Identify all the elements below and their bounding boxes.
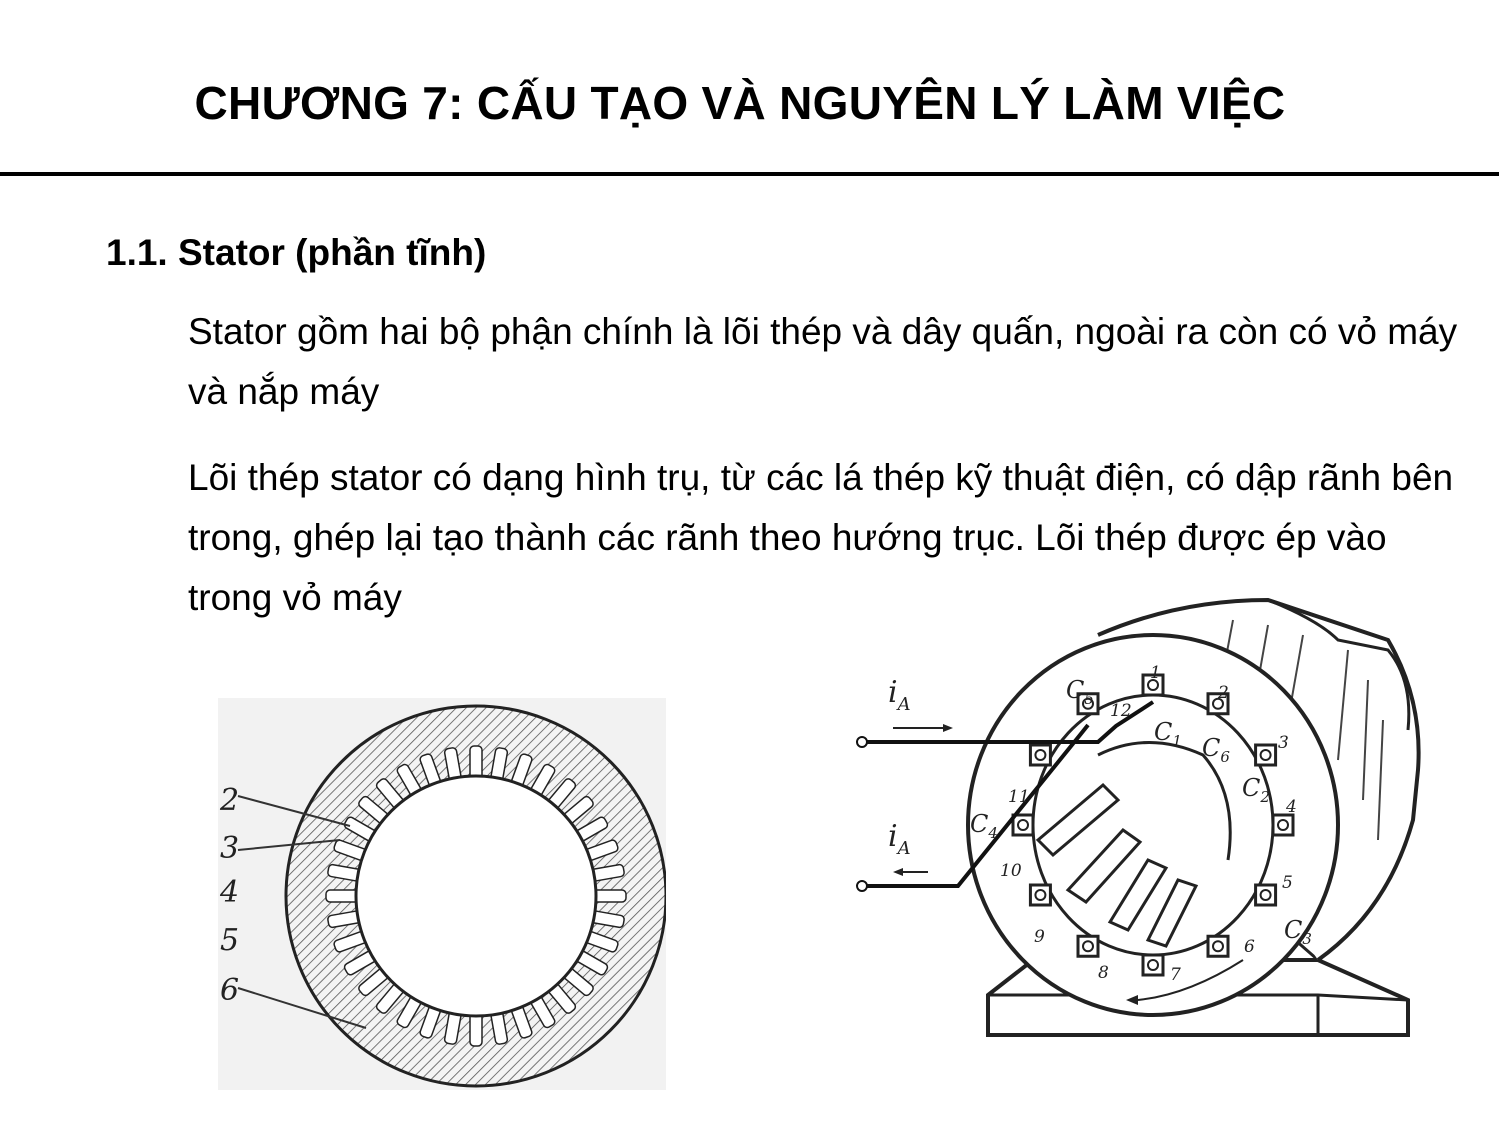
slot-number-4: 4 (1285, 797, 1297, 817)
stator-bore (354, 774, 598, 1018)
paragraph-stator-core: Lõi thép stator có dạng hình trụ, từ các… (188, 457, 1454, 618)
slot-number-5: 5 (1282, 873, 1293, 893)
slot-number-3: 3 (1278, 733, 1289, 753)
winding-conductor (1212, 697, 1224, 710)
current-label-out: iA (888, 819, 911, 859)
figure-label-2: 2 (219, 783, 239, 818)
winding-conductor (1212, 940, 1224, 953)
figure-label-4: 4 (219, 875, 239, 910)
winding-conductor (1082, 940, 1094, 953)
winding-conductor (1082, 697, 1094, 710)
figure-label-5: 5 (220, 923, 239, 958)
paragraph-stator-parts: Stator gồm hai bộ phận chính là lõi thép… (188, 311, 1458, 412)
slot-number-1: 1 (1150, 663, 1161, 683)
coil-end-c6: C6 (1202, 734, 1230, 766)
winding-conductor (1259, 889, 1272, 901)
slot-number-2: 2 (1217, 683, 1229, 703)
winding-conductor (1017, 819, 1029, 831)
winding-slots (1011, 673, 1295, 977)
slot-number-12: 12 (1110, 701, 1132, 721)
winding-conductor (1034, 749, 1047, 761)
phase-winding-out (866, 723, 1090, 888)
slide-title: CHƯƠNG 7: CẤU TẠO VÀ NGUYÊN LÝ LÀM VIỆC (194, 77, 1286, 129)
figure-label-3: 3 (220, 831, 239, 866)
winding-conductor (1147, 959, 1159, 971)
terminal-in (856, 736, 868, 748)
coil-end-c3: C3 (1284, 916, 1312, 948)
phase-winding-in (866, 700, 1155, 744)
winding-conductor (1147, 679, 1159, 691)
slot-number-10: 10 (1000, 861, 1022, 881)
current-label-in: iA (888, 675, 911, 715)
coil-end-c4: C4 (970, 810, 998, 842)
winding-conductor (1034, 889, 1047, 901)
slot-number-6: 6 (1244, 937, 1255, 957)
coil-end-c1: C1 (1154, 718, 1182, 750)
coil-end-c5: C5 (1066, 676, 1094, 708)
winding-conductor (1277, 819, 1289, 831)
terminal-out (856, 880, 868, 892)
slot-number-11: 11 (1008, 787, 1030, 807)
section-heading: 1.1. Stator (phần tĩnh) (106, 232, 487, 273)
winding-conductor (1259, 749, 1272, 761)
title-divider (0, 172, 1499, 176)
stator-winding-figure: iA iA 1 2 3 4 5 6 7 8 9 10 11 12 C1 C2 C… (856, 597, 1421, 1037)
slot-number-9: 9 (1034, 927, 1045, 947)
slot-number-8: 8 (1098, 963, 1109, 983)
figure-label-6: 6 (220, 973, 239, 1008)
stator-lamination-figure: 2 3 4 5 6 (218, 698, 666, 1090)
coil-end-c2: C2 (1242, 774, 1270, 806)
slot-number-7: 7 (1170, 965, 1181, 985)
